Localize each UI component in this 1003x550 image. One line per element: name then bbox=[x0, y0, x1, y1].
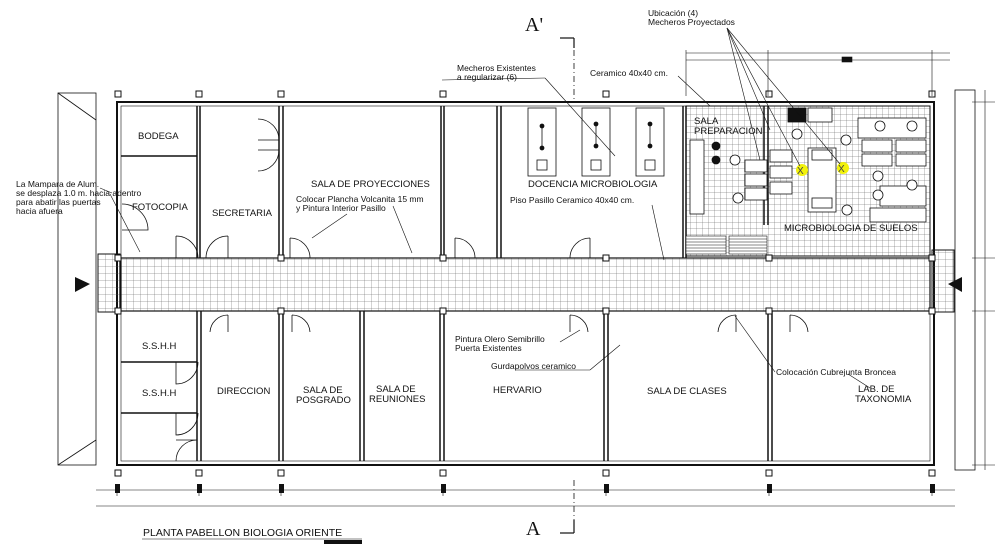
room-direccion: DIRECCION bbox=[217, 386, 271, 397]
room-lab-taxonomia-1: LAB. DE bbox=[858, 384, 895, 395]
section-label-top: A' bbox=[525, 14, 544, 36]
corridor-floor bbox=[120, 257, 931, 312]
lab-furniture bbox=[689, 107, 927, 223]
note-pintura-2: Puerta Existentes bbox=[455, 343, 522, 353]
door-swings bbox=[121, 118, 809, 462]
north-walls bbox=[121, 106, 769, 258]
note-mecheros-existentes-1: Mecheros Existentes bbox=[457, 63, 536, 73]
bottom-dimension-ticks bbox=[115, 484, 935, 493]
west-entry-arrow-icon bbox=[75, 277, 90, 292]
section-marker-bottom bbox=[560, 520, 575, 534]
room-sshh-1: S.S.H.H bbox=[142, 341, 177, 352]
room-sala-preparacion-1: SALA bbox=[694, 116, 719, 127]
room-microbiologia-suelos: MICROBIOLOGIA DE SUELOS bbox=[784, 223, 918, 234]
top-dimension-line bbox=[685, 50, 950, 96]
note-volcanita-2: y Pintura Interior Pasillo bbox=[296, 203, 386, 213]
columns bbox=[114, 90, 936, 477]
section-label-bottom: A bbox=[526, 518, 541, 540]
left-exterior-strip bbox=[57, 92, 97, 466]
note-ceramico: Ceramico 40x40 cm. bbox=[590, 68, 668, 78]
svg-text:X: X bbox=[797, 166, 804, 177]
south-walls bbox=[121, 311, 773, 461]
leader-lines bbox=[99, 27, 871, 389]
note-volcanita-1: Colocar Plancha Volcanita 15 mm bbox=[296, 194, 424, 204]
room-bodega: BODEGA bbox=[138, 131, 179, 142]
room-lab-taxonomia-2: TAXONOMIA bbox=[855, 394, 912, 405]
room-fotocopia: FOTOCOPIA bbox=[132, 202, 188, 213]
note-pintura-1: Pintura Olero Semibrillo bbox=[455, 334, 545, 344]
note-mampara-3: para abatir las puertas bbox=[16, 197, 101, 207]
note-cubrejunta: Colocación Cubrejunta Broncea bbox=[776, 367, 897, 377]
drawing-title: PLANTA PABELLON BIOLOGIA ORIENTE bbox=[143, 527, 343, 539]
room-sala-clases: SALA DE CLASES bbox=[647, 386, 727, 397]
note-mampara-1: La Mampara de Alum. bbox=[16, 179, 100, 189]
title-underline-bar bbox=[324, 540, 362, 544]
bottom-dimension-line bbox=[96, 484, 955, 507]
right-exterior-strip bbox=[954, 89, 976, 471]
note-mampara-2: se desplaza 1.0 m. hacia adentro bbox=[16, 188, 142, 198]
room-sala-posgrado-2: POSGRADO bbox=[296, 395, 351, 406]
note-ubicacion-1: Ubicación (4) bbox=[648, 8, 699, 18]
note-mecheros-existentes-2: a regularizar (6) bbox=[457, 72, 517, 82]
room-sala-proyecciones: SALA DE PROYECCIONES bbox=[311, 179, 430, 190]
svg-text:X: X bbox=[838, 164, 845, 175]
room-sala-posgrado-1: SALA DE bbox=[303, 385, 343, 396]
right-dimension-line bbox=[972, 90, 995, 470]
room-sala-reuniones-1: SALA DE bbox=[376, 384, 416, 395]
existing-mecheros bbox=[527, 107, 665, 177]
room-sala-reuniones-2: REUNIONES bbox=[369, 394, 426, 405]
room-hervario: HERVARIO bbox=[493, 385, 542, 396]
stairs bbox=[685, 235, 768, 255]
projected-mecheros: X X bbox=[796, 162, 849, 177]
room-sshh-2: S.S.H.H bbox=[142, 388, 177, 399]
east-entry-arrow-icon bbox=[948, 277, 962, 292]
note-ubicacion-2: Mecheros Proyectados bbox=[648, 17, 735, 27]
room-sala-preparacion-2: PREPARACION bbox=[694, 126, 763, 137]
note-mampara-4: hacia afuera bbox=[16, 206, 63, 216]
note-guardapolvos: Gurdapolvos ceramico bbox=[491, 361, 577, 371]
section-marker-top bbox=[560, 37, 575, 48]
room-secretaria: SECRETARIA bbox=[212, 208, 273, 219]
note-piso-pasillo: Piso Pasillo Ceramico 40x40 cm. bbox=[510, 195, 635, 205]
west-entry bbox=[97, 253, 121, 313]
room-docencia: DOCENCIA MICROBIOLOGIA bbox=[528, 179, 658, 190]
